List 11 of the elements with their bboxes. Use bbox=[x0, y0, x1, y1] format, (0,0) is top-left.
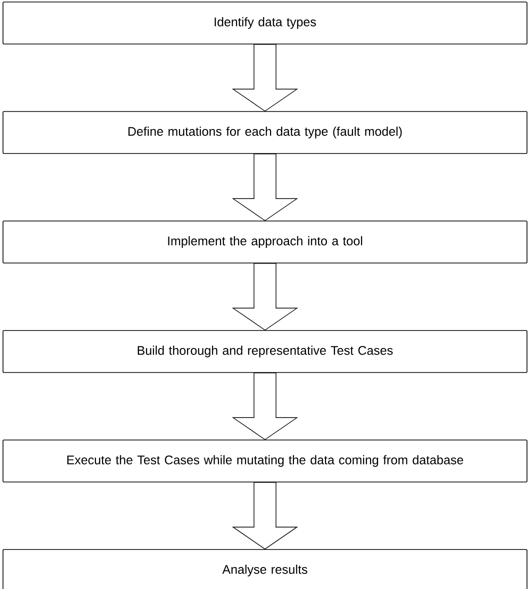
block-arrow bbox=[232, 482, 298, 550]
process-box: Build thorough and representative Test Cases bbox=[2, 330, 528, 373]
block-arrow bbox=[232, 263, 298, 331]
block-arrow bbox=[232, 372, 298, 440]
block-arrow bbox=[232, 44, 298, 112]
block-arrow bbox=[232, 154, 298, 222]
process-box: Analyse results bbox=[2, 549, 528, 589]
process-box: Execute the Test Cases while mutating the data coming from database bbox=[2, 440, 528, 482]
process-box: Implement the approach into a tool bbox=[2, 220, 528, 264]
process-box: Identify data types bbox=[2, 2, 528, 44]
process-box: Define mutations for each data type (fault model) bbox=[2, 111, 528, 154]
